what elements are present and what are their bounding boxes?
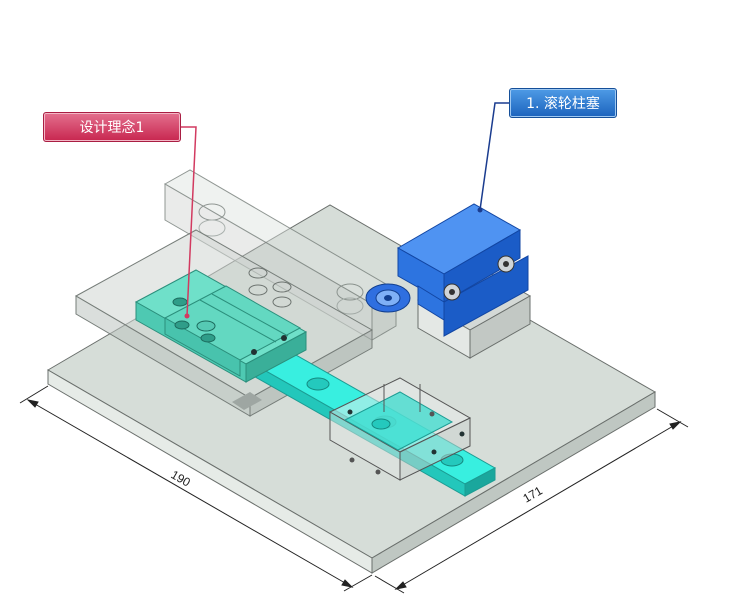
callout-design-concept[interactable]: 设计理念1 [43,112,181,142]
dimension-190 [19,385,373,592]
callout-roller-plunger[interactable]: 1. 滚轮柱塞 [509,88,617,118]
slider-carriage-right [328,377,472,481]
roller-plunger-housing [396,203,529,337]
roller-wheel [365,283,411,313]
slider-block-left [134,269,308,383]
dimension-171 [374,408,689,594]
leader-dot-roller [477,207,483,213]
dimension-label-171: 171 [521,483,546,505]
leader-line-design [181,126,197,317]
leader-line-roller [479,102,509,211]
leader-dot-design [184,313,190,319]
dimension-label-190: 190 [169,467,194,489]
